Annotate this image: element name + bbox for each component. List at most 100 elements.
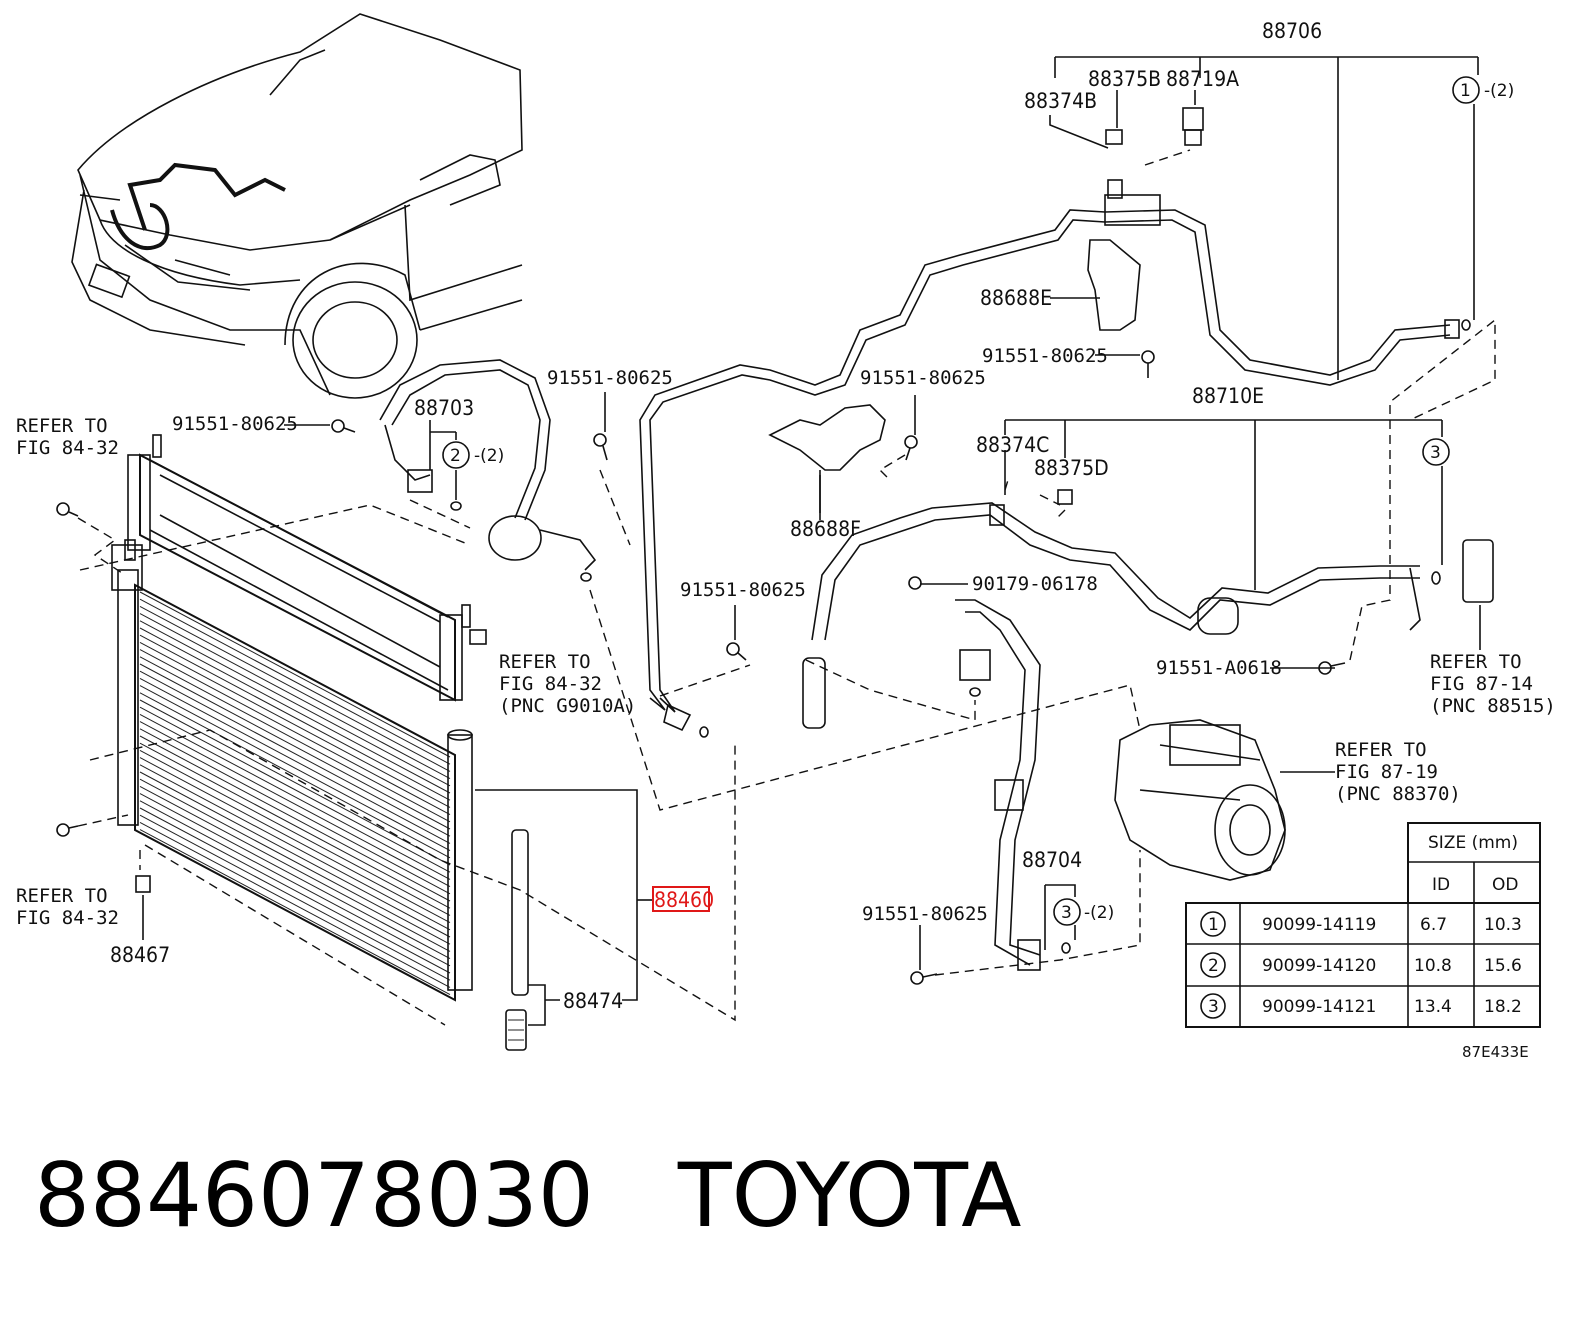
refer-middle-2: FIG 84-32 xyxy=(499,673,602,695)
condenser-fin xyxy=(139,627,451,794)
condenser-fin xyxy=(139,605,451,772)
refer-compressor-3: (PNC 88370) xyxy=(1335,783,1461,805)
row-3-od: 18.2 xyxy=(1484,997,1522,1017)
label-88688e: 88688E xyxy=(980,286,1052,310)
row-2-part: 90099-14120 xyxy=(1262,956,1376,976)
refer-compressor-1: REFER TO xyxy=(1335,739,1427,761)
label-88460: 88460 xyxy=(654,888,714,912)
row-2-num: 2 xyxy=(1208,956,1219,976)
label-bolt-88688e: 91551-80625 xyxy=(982,345,1108,367)
refer-right-1: REFER TO xyxy=(1430,651,1522,673)
row-1-num: 1 xyxy=(1208,915,1219,935)
pipe-88710e xyxy=(802,502,1421,729)
hose-88703 xyxy=(379,359,597,571)
refer-top-left-1: REFER TO xyxy=(16,415,108,437)
label-88375b: 88375B xyxy=(1088,67,1161,91)
part-labels: 88706 88375B 88719A 88374B 1 -(2) 88688E… xyxy=(16,19,1556,1061)
bracket-88688f xyxy=(768,404,886,520)
refer-right-3: (PNC 88515) xyxy=(1430,695,1556,717)
brand-name: TOYOTA xyxy=(677,1143,1022,1247)
refer-middle-3: (PNC G9010A) xyxy=(499,695,636,717)
figure-code: 87E433E xyxy=(1462,1043,1529,1061)
condenser-fin xyxy=(139,814,451,981)
label-88688f: 88688F xyxy=(790,517,861,541)
size-table-title: SIZE (mm) xyxy=(1428,833,1518,853)
condenser-fin xyxy=(139,692,451,859)
condenser-fin xyxy=(139,757,451,924)
label-bolt-a0618: 91551-A0618 xyxy=(1156,657,1282,679)
refer-bottom-left-2: FIG 84-32 xyxy=(16,907,119,929)
hose-88704 xyxy=(955,599,1041,971)
row-3-num: 3 xyxy=(1208,997,1219,1017)
desiccant-88474 xyxy=(505,829,529,1051)
part-caption: 8846078030 TOYOTA xyxy=(34,1130,1021,1260)
refer-right-2: FIG 87-14 xyxy=(1430,673,1533,695)
highlight-88460 xyxy=(652,886,710,912)
condenser-88460 xyxy=(111,539,473,1002)
condenser-fin xyxy=(139,771,451,938)
o-ring-callout-3a xyxy=(1422,438,1450,466)
condenser-fin xyxy=(139,620,451,787)
callout-1-qty: -(2) xyxy=(1484,81,1514,101)
row-2-od: 15.6 xyxy=(1484,956,1522,976)
row-3-part: 90099-14121 xyxy=(1262,997,1376,1017)
condenser-fin xyxy=(139,670,451,837)
assembly-guide-lines xyxy=(77,149,1496,1026)
condenser-fin xyxy=(139,742,451,909)
condenser-fin xyxy=(139,591,451,758)
o-ring-callout-1 xyxy=(1452,76,1480,104)
compressor-sketch xyxy=(1114,719,1286,881)
label-88474: 88474 xyxy=(563,989,623,1013)
condenser-fin xyxy=(139,685,451,852)
bracket-88688e xyxy=(1087,239,1141,331)
label-88374c: 88374C xyxy=(976,433,1049,457)
label-88706: 88706 xyxy=(1262,19,1322,43)
condenser-fin xyxy=(139,656,451,823)
caps-and-valves xyxy=(1057,107,1494,603)
condenser-fin xyxy=(139,793,451,960)
refer-middle-1: REFER TO xyxy=(499,651,591,673)
refer-compressor-2: FIG 87-19 xyxy=(1335,761,1438,783)
size-table-col-id: ID xyxy=(1432,875,1450,895)
size-table-row: 1 90099-14119 6.7 10.3 xyxy=(1200,911,1522,937)
row-1-part: 90099-14119 xyxy=(1262,915,1376,935)
callout-3a-number: 3 xyxy=(1430,443,1441,463)
callout-3b-number: 3 xyxy=(1061,903,1072,923)
condenser-fin xyxy=(139,677,451,844)
label-bolt-pipe-mid: 91551-80625 xyxy=(680,579,806,601)
leader-lines xyxy=(142,56,1481,1026)
label-88703: 88703 xyxy=(414,396,474,420)
condenser-fin xyxy=(139,829,451,996)
refer-top-left-2: FIG 84-32 xyxy=(16,437,119,459)
condenser-fin xyxy=(139,706,451,873)
o-ring-callout-3b xyxy=(1053,898,1081,926)
label-88704: 88704 xyxy=(1022,848,1082,872)
condenser-fin xyxy=(139,713,451,880)
radiator-core xyxy=(127,434,487,702)
o-ring-size-table: SIZE (mm) ID OD 1 90099-14119 6.7 10.3 2… xyxy=(1185,822,1541,1028)
size-table-row: 3 90099-14121 13.4 18.2 xyxy=(1200,993,1522,1019)
condenser-fin xyxy=(139,821,451,988)
label-88719a: 88719A xyxy=(1166,67,1239,91)
condenser-fin xyxy=(139,807,451,974)
label-bolt-88704: 91551-80625 xyxy=(862,903,988,925)
callout-2-qty: -(2) xyxy=(474,446,504,466)
condenser-fin xyxy=(139,721,451,888)
o-ring-icons xyxy=(450,319,1471,954)
label-88374b: 88374B xyxy=(1024,89,1097,113)
label-nut-90179: 90179-06178 xyxy=(972,573,1098,595)
condenser-fin xyxy=(139,641,451,808)
condenser-fin xyxy=(139,649,451,816)
label-bolt-88688f: 91551-80625 xyxy=(860,367,986,389)
row-2-id: 10.8 xyxy=(1414,956,1452,976)
condenser-fin xyxy=(139,749,451,916)
refer-bottom-left-1: REFER TO xyxy=(16,885,108,907)
condenser-fin xyxy=(139,778,451,945)
label-bolt-left: 91551-80625 xyxy=(172,413,298,435)
condenser-fin xyxy=(139,598,451,765)
row-3-id: 13.4 xyxy=(1414,997,1452,1017)
condenser-fin xyxy=(139,699,451,866)
callout-3b-qty: -(2) xyxy=(1084,903,1114,923)
o-ring-callout-2 xyxy=(442,441,470,469)
